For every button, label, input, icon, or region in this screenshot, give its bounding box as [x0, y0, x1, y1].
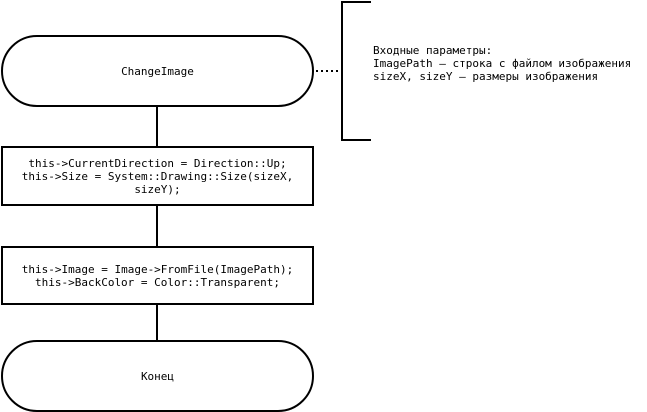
start-terminator: ChangeImage: [2, 36, 313, 106]
process-2-shape: [1, 246, 314, 305]
process-block-1: this->CurrentDirection = Direction::Up; …: [2, 147, 313, 205]
process-2-code: this->Image = Image->FromFile(ImagePath)…: [21, 262, 294, 289]
process-1-code: this->CurrentDirection = Direction::Up; …: [21, 156, 294, 196]
annotation-text: Входные параметры: ImagePath – строка с …: [373, 44, 632, 83]
start-terminator-shape: [1, 35, 314, 107]
end-label: Конец: [140, 369, 175, 383]
start-label: ChangeImage: [121, 64, 194, 78]
end-terminator: Конец: [2, 341, 313, 411]
process-1-shape: [1, 146, 314, 206]
annotation-bracket: [341, 1, 371, 141]
process-block-2: this->Image = Image->FromFile(ImagePath)…: [2, 247, 313, 304]
end-terminator-shape: [1, 340, 314, 412]
